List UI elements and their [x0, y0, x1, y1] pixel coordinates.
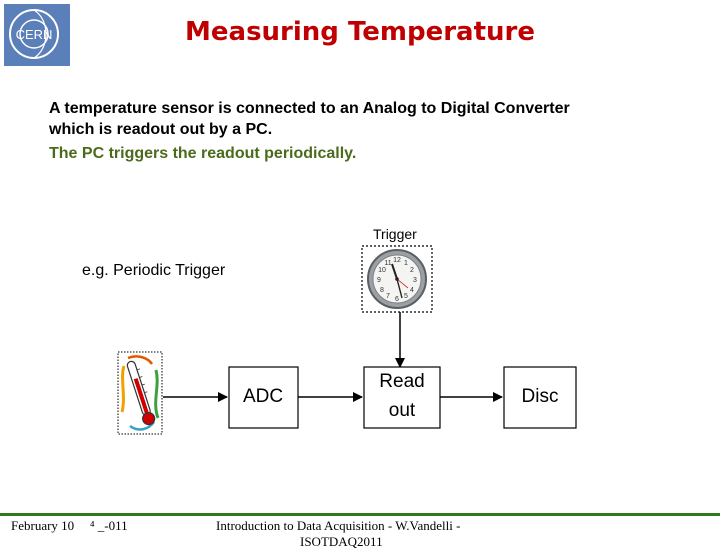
svg-text:2: 2: [410, 267, 414, 274]
readout-label-line-2: out: [364, 396, 440, 425]
thermometer-icon: [118, 352, 162, 434]
footer-text-line-2: ISOTDAQ2011: [300, 534, 383, 550]
svg-text:4: 4: [410, 287, 414, 294]
svg-text:10: 10: [378, 267, 386, 274]
svg-text:3: 3: [413, 277, 417, 284]
clock-icon: 12 3 6 9 1 2 4 5 7 8 10 11: [362, 246, 432, 312]
footer-text-line-1: Introduction to Data Acquisition - W.Van…: [216, 518, 460, 533]
svg-text:8: 8: [380, 287, 384, 294]
readout-label-line-1: Read: [364, 367, 440, 396]
trigger-label: Trigger: [373, 226, 417, 242]
svg-text:1: 1: [404, 260, 408, 267]
footer-divider: [0, 513, 720, 516]
footer-text: Introduction to Data Acquisition - W.Van…: [216, 518, 460, 534]
footer-number: ⁴ _‐011: [90, 518, 128, 534]
periodic-trigger-label: e.g. Periodic Trigger: [82, 262, 225, 280]
svg-text:5: 5: [404, 293, 408, 300]
svg-text:11: 11: [384, 260, 391, 267]
readout-label: Read out: [364, 367, 440, 425]
svg-text:6: 6: [395, 296, 399, 303]
adc-label: ADC: [230, 386, 296, 408]
disc-label: Disc: [504, 386, 576, 408]
footer-date: February 10: [11, 518, 74, 534]
svg-text:7: 7: [386, 293, 390, 300]
svg-text:12: 12: [393, 257, 401, 264]
svg-text:9: 9: [377, 277, 381, 284]
